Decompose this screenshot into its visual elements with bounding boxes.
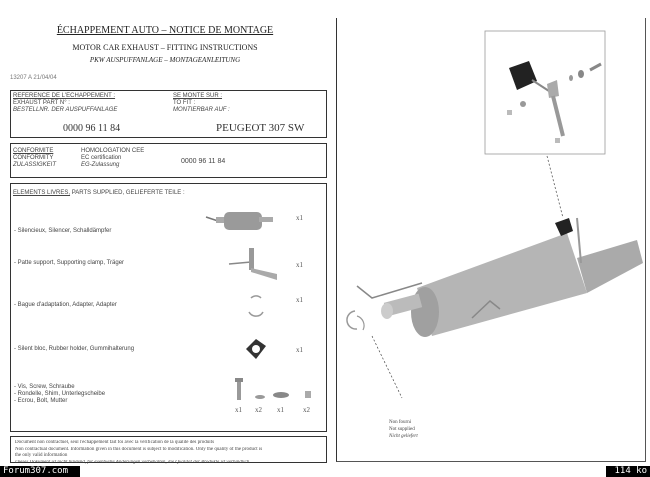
part-screw: - Vis, Screw, Schraube — [14, 384, 75, 390]
exhaust-part-number: 0000 96 11 84 — [63, 123, 121, 134]
title-en: MOTOR CAR EXHAUST – FITTING INSTRUCTIONS — [72, 43, 258, 52]
clamp-image — [228, 248, 277, 280]
qty-rubber-holder: x1 — [296, 346, 303, 354]
vehicle-model: PEUGEOT 307 SW — [216, 122, 305, 134]
homologation-de: EG-Zulassung — [81, 162, 120, 168]
adapter-ring — [346, 310, 365, 331]
fit-label-de: MONTIERBAR AUF : — [173, 107, 230, 113]
site-watermark: Forum307.com — [0, 466, 80, 477]
rubber-holder-image — [246, 339, 266, 359]
fit-label-en: TO FIT : — [173, 100, 196, 106]
part-silencer: - Silencieux, Silencer, Schalldämpfer — [14, 228, 112, 234]
reference-label-fr: REFERENCE DE L'ECHAPPEMENT : — [13, 93, 116, 99]
disclaimer-box: Document non contractuel, seul l'échappe… — [10, 436, 327, 465]
qty-silencer: x1 — [296, 214, 303, 222]
leader-line-top — [546, 155, 564, 219]
qty-screw: x1 — [235, 406, 242, 414]
exhaust-assembly-diagram: Non fourni Not supplied Nicht geliefert — [346, 30, 643, 439]
parts-heading: ELEMENTS LIVRES, PARTS SUPPLIED, GELIEFE… — [13, 190, 185, 196]
qty-shim: x2 — [255, 406, 262, 414]
exhaust-muffler — [356, 217, 643, 337]
assembly-diagram-panel: Non fourni Not supplied Nicht geliefert — [336, 18, 646, 462]
part-nut: - Ecrou, Bolt, Mutter — [14, 398, 68, 404]
conformity-label-de: ZULASSIGKEIT — [13, 162, 57, 168]
conformity-label-en: CONFORMITY — [13, 155, 54, 161]
detail-inset — [484, 30, 606, 155]
homologation-en: EC certification — [81, 155, 122, 161]
conformity-label-fr: CONFORMITE — [13, 148, 54, 154]
detail-rubber-mount — [507, 61, 602, 143]
part-rubber-holder: - Silent bloc, Rubber holder, Gummihalte… — [14, 346, 135, 352]
leader-line-bottom — [371, 335, 403, 399]
disclaimer-en: Non contractual document. Information gi… — [15, 446, 263, 452]
reference-label-en: EXHAUST PART N° : — [13, 100, 70, 106]
qty-clamp: x1 — [296, 261, 303, 269]
file-size-badge: 114 ko — [606, 466, 650, 477]
qty-nut: x2 — [303, 406, 310, 414]
reference-label-de: BESTELLNR. DER AUSPUFFANLAGE — [13, 107, 118, 113]
title-de: PKW AUSPUFFANLAGE – MONTAGEANLEITUNG — [89, 56, 241, 64]
disclaimer-en-2: the only valid information — [15, 453, 68, 458]
title-fr: ÉCHAPPEMENT AUTO – NOTICE DE MONTAGE — [56, 25, 274, 36]
not-supplied-de: Nicht geliefert — [388, 434, 418, 439]
not-supplied-en: Not supplied — [389, 427, 415, 432]
disclaimer-fr: Document non contractuel, seul l'échappe… — [15, 440, 215, 445]
ec-certification-number: 0000 96 11 84 — [181, 158, 226, 165]
homologation-fr: HOMOLOGATION CEE — [81, 148, 145, 154]
part-shim: - Rondelle, Shim, Unterlegscheibe — [14, 391, 106, 397]
conformity-box: CONFORMITE CONFORMITY ZULASSIGKEIT HOMOL… — [10, 143, 327, 178]
parts-box: ELEMENTS LIVRES, PARTS SUPPLIED, GELIEFE… — [10, 183, 327, 432]
part-adapter: - Bague d'adaptation, Adapter, Adapter — [14, 302, 117, 308]
doc-code: 13207 A 21/04/04 — [10, 75, 57, 81]
reference-box: REFERENCE DE L'ECHAPPEMENT : EXHAUST PAR… — [10, 90, 327, 138]
disclaimer-de: Dieses Dokument ist nicht bindend, für e… — [15, 459, 250, 465]
not-supplied-fr: Non fourni — [389, 420, 412, 425]
silencer-image — [205, 212, 273, 230]
adapter-ring-image — [248, 295, 264, 317]
part-clamp: - Patte support, Supporting clamp, Träge… — [14, 260, 125, 266]
parts-illustrations — [205, 212, 311, 400]
qty-adapter: x1 — [296, 296, 303, 304]
qty-washer: x1 — [277, 406, 284, 414]
fit-label-fr: SE MONTE SUR : — [173, 93, 223, 99]
hardware-image — [235, 378, 311, 400]
